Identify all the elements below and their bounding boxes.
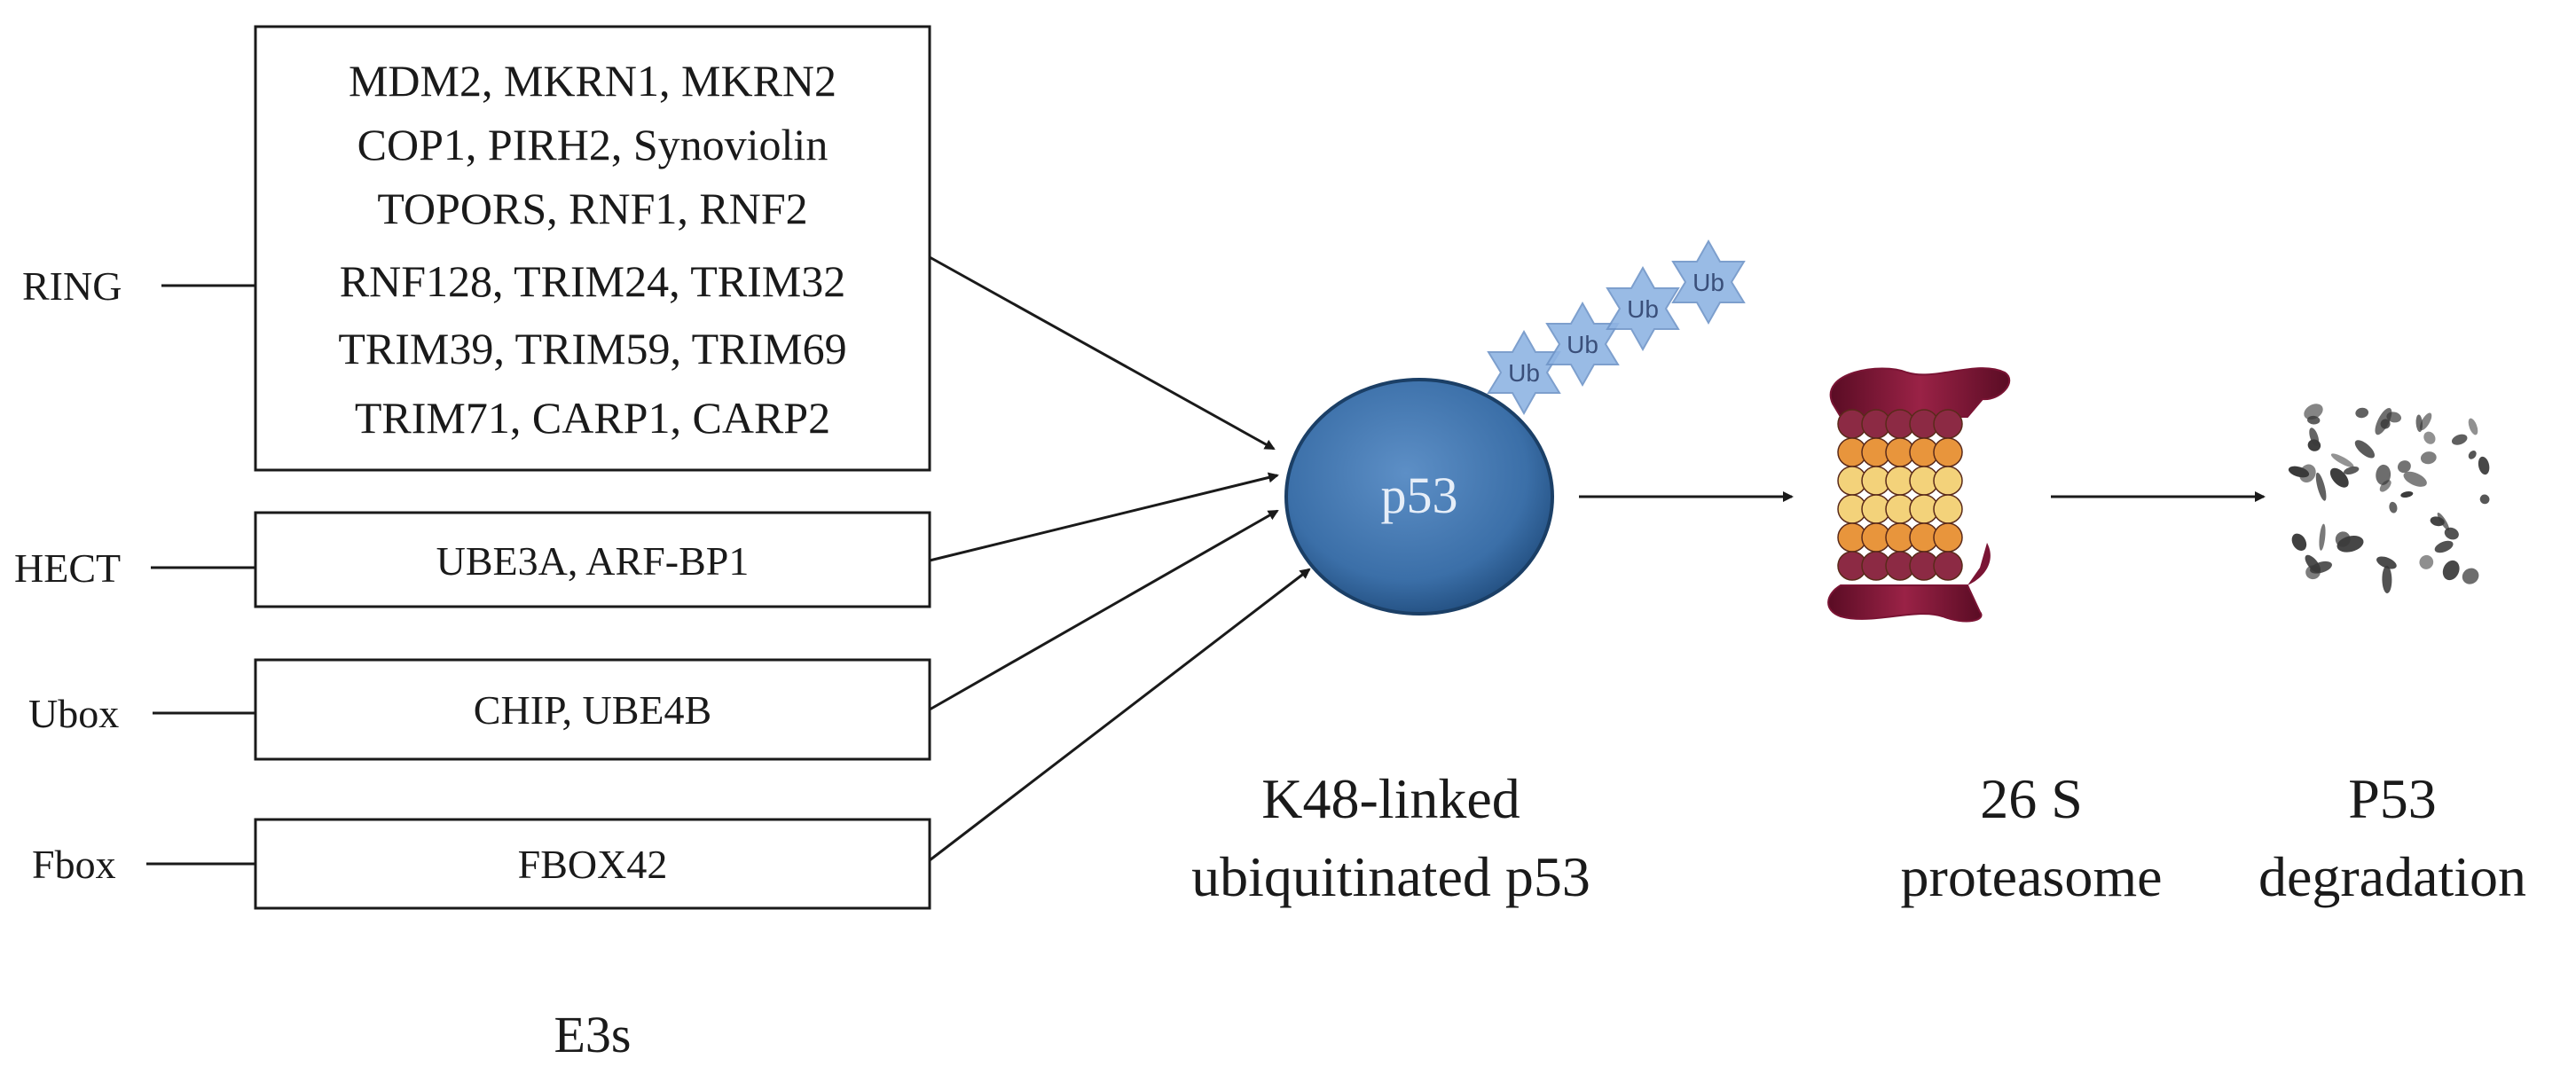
protein-fragment xyxy=(2315,472,2327,501)
e3-group-ring: RING MDM2, MKRN1, MKRN2 COP1, PIRH2, Syn… xyxy=(22,25,931,472)
ubiquitin-star: Ub xyxy=(1606,265,1680,352)
p53-caption-line: K48-linked xyxy=(1261,767,1520,830)
protein-fragment xyxy=(2376,556,2397,569)
ring-members-box xyxy=(254,25,931,472)
proteasome-subunit xyxy=(1933,522,1963,553)
protein-fragment xyxy=(2423,431,2436,444)
ring-member-line: COP1, PIRH2, Synoviolin xyxy=(357,120,829,169)
protein-fragment xyxy=(2415,414,2423,433)
protein-fragment xyxy=(2329,467,2349,488)
e3-group-ubox: Ubox CHIP, UBE4B xyxy=(28,658,931,761)
protein-fragment xyxy=(2397,460,2411,474)
protein-fragment xyxy=(2451,434,2468,445)
protein-fragment xyxy=(2310,561,2332,574)
protein-fragment xyxy=(2462,568,2479,584)
protein-fragment xyxy=(2299,464,2316,483)
proteasome-side-tail xyxy=(1967,543,1991,585)
protein-fragment xyxy=(2291,533,2307,552)
protein-fragment xyxy=(2389,501,2398,514)
protein-fragment xyxy=(2307,439,2321,451)
protein-fragment xyxy=(2468,451,2477,459)
ring-member-line: RNF128, TRIM24, TRIM32 xyxy=(340,256,845,306)
degradation-fragments-icon xyxy=(2288,404,2490,593)
protein-fragment xyxy=(2420,451,2437,465)
ubox-to-p53-arrow xyxy=(929,509,1279,711)
proteasome-top-cap xyxy=(1829,367,2011,418)
protein-fragment xyxy=(2354,440,2376,459)
ubiquitin-label: Ub xyxy=(1692,269,1724,296)
ubox-member-line: CHIP, UBE4B xyxy=(474,687,711,733)
ring-member-line: TRIM71, CARP1, CARP2 xyxy=(355,393,830,443)
e3s-caption: E3s xyxy=(554,1006,632,1063)
ubiquitin-label: Ub xyxy=(1508,359,1540,387)
hect-to-p53-arrow xyxy=(929,472,1279,562)
protein-fragment xyxy=(2403,471,2427,487)
fbox-member-line: FBOX42 xyxy=(518,842,668,887)
ring-member-line: TRIM39, TRIM59, TRIM69 xyxy=(338,324,846,373)
ubiquitin-star: Ub xyxy=(1545,301,1620,388)
ubiquitin-label: Ub xyxy=(1627,295,1659,323)
hect-member-line: UBE3A, ARF-BP1 xyxy=(436,538,750,584)
degradation-caption-line: degradation xyxy=(2258,845,2526,908)
protein-fragment xyxy=(2468,418,2478,435)
ubiquitin-label: Ub xyxy=(1567,331,1598,358)
protein-fragment xyxy=(2400,490,2414,498)
ring-class-label: RING xyxy=(22,263,122,309)
protein-fragment xyxy=(2430,516,2445,527)
p53-caption-line: ubiquitinated p53 xyxy=(1191,845,1590,908)
proteasome-subunit xyxy=(1933,551,1963,581)
fbox-members-box xyxy=(254,818,931,910)
protein-fragment xyxy=(2355,407,2369,419)
protein-fragment xyxy=(2376,464,2391,485)
protein-fragment xyxy=(2434,540,2454,553)
protein-fragment xyxy=(2478,456,2490,475)
fbox-class-label: Fbox xyxy=(32,842,116,887)
protein-fragment xyxy=(2375,407,2392,435)
p53-label: p53 xyxy=(1381,467,1458,524)
protein-fragment xyxy=(2304,404,2323,420)
protein-fragment xyxy=(2307,415,2321,425)
ring-member-line: MDM2, MKRN1, MKRN2 xyxy=(349,56,836,106)
hect-class-label: HECT xyxy=(14,545,121,591)
proteasome-subunit xyxy=(1933,494,1963,524)
ring-to-p53-arrow xyxy=(929,255,1276,451)
protein-fragment xyxy=(2382,565,2392,593)
protein-fragment xyxy=(2379,480,2391,492)
ubox-class-label: Ubox xyxy=(28,691,119,736)
p53-protein xyxy=(1284,378,1554,616)
protein-fragment xyxy=(2419,554,2434,569)
ubiquitin-star-icon xyxy=(1606,265,1680,352)
fbox-to-p53-arrow xyxy=(929,568,1311,862)
ring-member-line: TOPORS, RNF1, RNF2 xyxy=(377,184,807,233)
protein-fragment xyxy=(2330,453,2354,467)
ubiquitin-star-icon xyxy=(1671,239,1746,325)
protein-fragment xyxy=(2442,560,2460,581)
ubiquitin-star: Ub xyxy=(1671,239,1746,325)
proteasome-subunit xyxy=(1933,409,1963,439)
proteasome-subunit xyxy=(1933,466,1963,496)
degradation-caption-line: P53 xyxy=(2348,767,2437,830)
e3-group-fbox: Fbox FBOX42 xyxy=(32,818,931,910)
proteasome-caption-line: 26 S xyxy=(1980,767,2083,830)
protein-fragment xyxy=(2419,412,2432,431)
proteasome-caption-line: proteasome xyxy=(1901,845,2163,908)
e3-group-hect: HECT UBE3A, ARF-BP1 xyxy=(14,511,931,608)
ubox-members-box xyxy=(254,658,931,761)
protein-fragment xyxy=(2479,494,2490,505)
proteasome-subunit xyxy=(1933,437,1963,467)
protein-fragment xyxy=(2319,523,2326,551)
protein-fragment xyxy=(2335,531,2351,547)
proteasome-icon xyxy=(1827,367,2011,623)
protein-fragment xyxy=(2344,467,2360,474)
proteasome-bottom-cap xyxy=(1827,584,1983,623)
hect-members-box xyxy=(254,511,931,608)
protein-fragment xyxy=(2444,527,2459,540)
ubiquitin-chain: Ub Ub Ub Ub xyxy=(1487,239,1746,416)
